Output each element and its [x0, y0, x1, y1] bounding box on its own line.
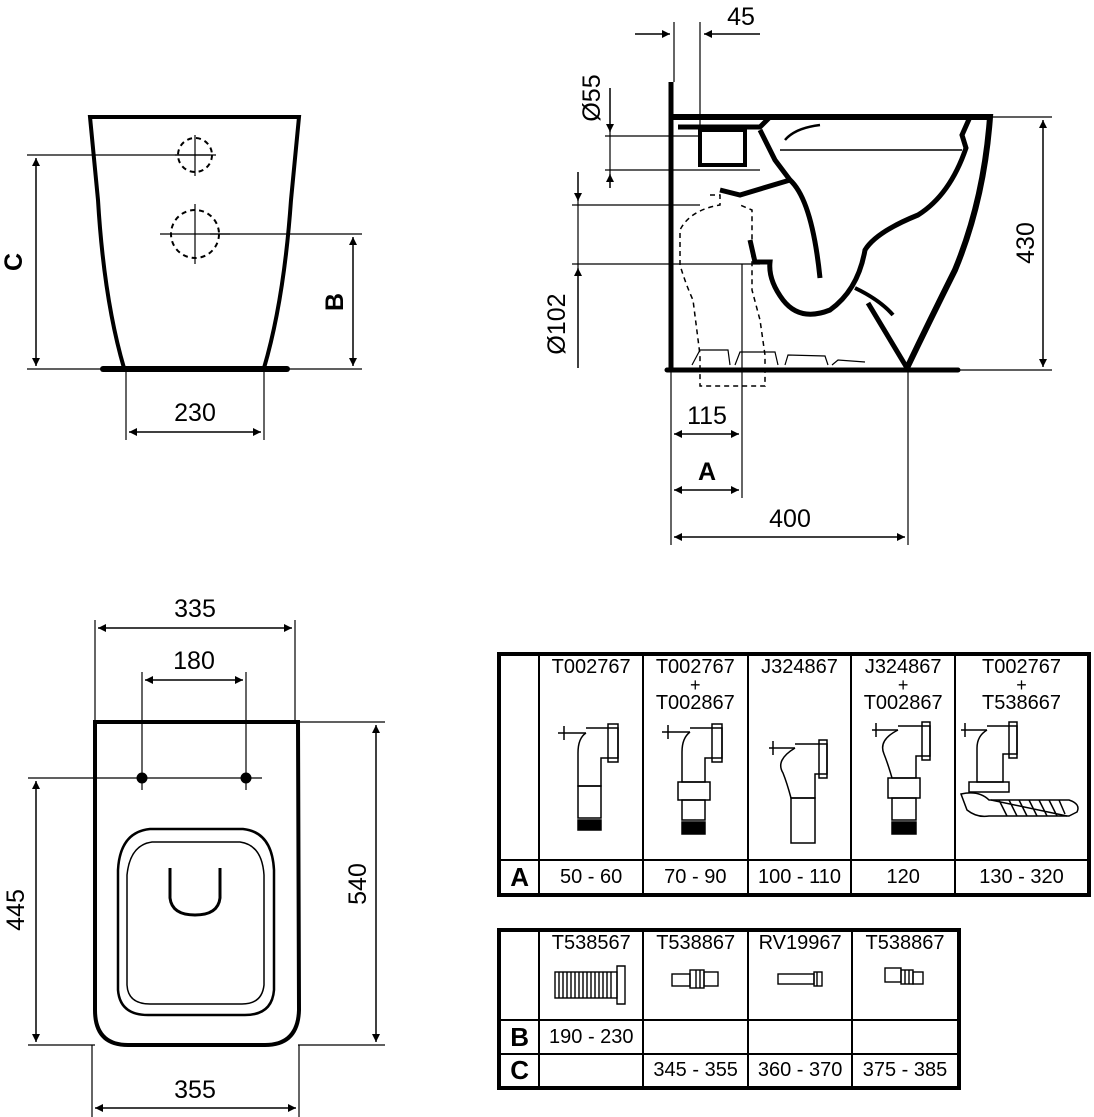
short-pipe-icon	[670, 969, 719, 989]
bowl-shell	[671, 114, 994, 370]
table-a-col: T002767 + T002867	[641, 653, 749, 861]
product-code: T538567	[551, 932, 631, 954]
product-code: J324867	[864, 656, 942, 678]
range-value	[747, 1019, 854, 1055]
table-bc-col: T538867	[642, 929, 750, 1021]
pan-connector-straight-icon	[558, 723, 619, 831]
table-a-corner	[497, 653, 541, 861]
plus-sign: +	[690, 675, 701, 695]
product-code: J324867	[761, 656, 838, 678]
dim-540: 540	[344, 863, 372, 905]
seat-handle	[168, 868, 222, 917]
dim-a-label: A	[698, 458, 716, 486]
pan-connector-offset-icon	[768, 739, 828, 844]
dim-335: 335	[174, 595, 216, 623]
range-value: 375 - 385	[851, 1053, 960, 1089]
pan-connector-flexible-icon	[960, 721, 1079, 818]
product-code: RV19967	[758, 932, 842, 954]
dim-430: 430	[1012, 222, 1040, 264]
range-value	[851, 1019, 960, 1055]
dim-45: 45	[727, 3, 755, 31]
product-code: T538867	[865, 932, 945, 954]
product-code: T538867	[656, 932, 736, 954]
product-code: T002767	[655, 656, 735, 678]
dim-c-label: C	[0, 253, 28, 271]
range-value: 120	[850, 859, 957, 896]
dim-diam-55: Ø55	[578, 74, 606, 121]
table-bc-col: RV19967	[747, 929, 854, 1021]
product-code: T538667	[982, 692, 1061, 714]
row-label-c: C	[497, 1053, 541, 1089]
seat-lid-outer	[116, 827, 276, 1017]
range-value: 345 - 355	[642, 1053, 750, 1089]
top-view-outline	[93, 720, 302, 1047]
dim-355: 355	[174, 1076, 216, 1104]
table-bc-col: T538567	[538, 929, 645, 1021]
range-value	[642, 1019, 750, 1055]
product-code: T002867	[655, 692, 735, 714]
table-a-col: T002767	[538, 653, 644, 861]
product-code: T002767	[982, 656, 1061, 678]
top-view	[28, 620, 385, 1117]
side-view	[572, 22, 1052, 545]
range-value: 100 - 110	[746, 859, 853, 896]
range-value: 70 - 90	[641, 859, 749, 896]
pan-connector-extended-icon	[662, 723, 724, 835]
dim-180: 180	[173, 647, 215, 675]
row-label-a: A	[497, 859, 541, 896]
plus-sign: +	[1016, 675, 1027, 695]
dim-400: 400	[769, 505, 811, 533]
range-value: 190 - 230	[538, 1019, 645, 1055]
table-bc-col: T538867	[851, 929, 960, 1021]
pan-connector-offset-extended-icon	[872, 721, 931, 835]
plus-sign: +	[897, 675, 909, 695]
dim-115: 115	[687, 402, 727, 430]
range-value: 360 - 370	[747, 1053, 854, 1089]
table-a-col: J324867	[746, 653, 853, 861]
product-code: T002767	[551, 656, 631, 678]
table-a-col: J324867 + T002867	[850, 653, 957, 861]
bowl-inner	[747, 115, 973, 317]
short-pipe-icon	[884, 967, 924, 985]
dim-diam-102: Ø102	[543, 293, 571, 354]
table-bc-corner	[497, 929, 541, 1021]
seat-lid-inner	[126, 841, 265, 1005]
table-a-col: T002767 + T538667	[954, 653, 1090, 861]
flexible-pipe-icon	[554, 965, 626, 1005]
straight-pipe-icon	[777, 971, 823, 987]
dim-b-label: B	[321, 293, 349, 311]
connector-table-a: T002767 T002767 + T002867 J324867 J32486…	[497, 652, 1091, 897]
dim-445: 445	[2, 889, 30, 931]
dim-230: 230	[174, 399, 216, 427]
pan-connector-dashed	[679, 194, 766, 387]
product-code: T002867	[863, 692, 943, 714]
rear-view	[27, 115, 362, 440]
range-value	[538, 1053, 645, 1089]
range-value: 50 - 60	[538, 859, 644, 896]
row-label-b: B	[497, 1019, 541, 1055]
range-value: 130 - 320	[954, 859, 1090, 896]
connector-table-bc: T538567 T538867 RV19967 T538867 B 190 - …	[497, 928, 961, 1090]
